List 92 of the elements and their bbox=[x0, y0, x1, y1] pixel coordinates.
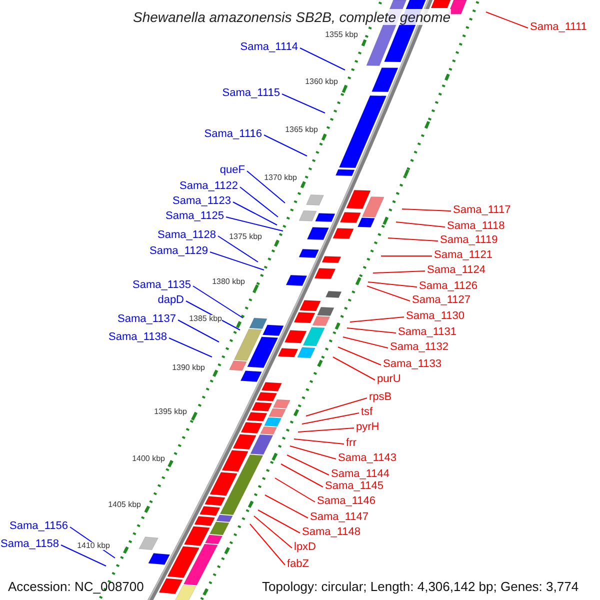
gene-label: pyrH bbox=[356, 422, 380, 433]
leader-line bbox=[388, 238, 438, 242]
leader-line bbox=[232, 202, 278, 226]
gene-label: Sama_1156 bbox=[9, 521, 68, 532]
gene-label: Sama_1118 bbox=[447, 221, 505, 232]
gene-label: Sama_1116 bbox=[204, 129, 262, 140]
gene-label: tsf bbox=[361, 407, 373, 418]
gene-label: Sama_1146 bbox=[317, 496, 376, 507]
leader-line bbox=[302, 412, 360, 424]
gene-label: Sama_1121 bbox=[434, 250, 493, 261]
leader-line bbox=[332, 356, 376, 380]
tick-label: 1370 kbp bbox=[264, 174, 297, 182]
gene-label: Sama_1147 bbox=[310, 512, 369, 523]
leader-line bbox=[240, 186, 278, 218]
gene-label: Sama_1125 bbox=[165, 211, 224, 222]
leader-line bbox=[178, 320, 220, 342]
leader-line bbox=[168, 338, 212, 358]
tick-label: 1355 kbp bbox=[325, 31, 358, 39]
tick-label: 1400 kbp bbox=[132, 455, 165, 463]
leader-line bbox=[210, 252, 264, 270]
info-text: Topology: circular; Length: 4,306,142 bp; Genes: 3,774 bbox=[262, 580, 579, 593]
gene-label: Sama_1127 bbox=[412, 295, 471, 306]
title: Shewanella amazonensis SB2B, complete genome bbox=[130, 9, 451, 25]
gene-label: Sama_1132 bbox=[390, 342, 449, 353]
leader-line bbox=[368, 282, 418, 288]
leader-line bbox=[290, 446, 336, 460]
tick-label: 1390 kbp bbox=[172, 364, 205, 372]
leader-line bbox=[346, 328, 396, 334]
leader-line bbox=[486, 12, 528, 28]
tick-label: 1365 kbp bbox=[285, 126, 318, 134]
leader-line bbox=[402, 208, 452, 212]
gene-label: frr bbox=[346, 438, 356, 449]
gene-label: Sama_1122 bbox=[179, 181, 238, 192]
gene-label: Sama_1117 bbox=[453, 205, 511, 216]
leader-line bbox=[342, 336, 388, 348]
gene-label: Sama_1126 bbox=[419, 281, 478, 292]
leader-line bbox=[366, 286, 410, 302]
leader-line bbox=[282, 94, 326, 114]
leader-line bbox=[218, 236, 258, 262]
gene-label: Sama_1138 bbox=[108, 332, 167, 343]
gene-label: dapD bbox=[158, 295, 184, 306]
leader-line bbox=[250, 524, 286, 566]
gene-label: Sama_1130 bbox=[406, 311, 465, 322]
leader-line bbox=[192, 286, 244, 318]
gene-label: Sama_1143 bbox=[338, 453, 397, 464]
gene-label: Sama_1158 bbox=[0, 539, 59, 550]
tick-label: 1380 kbp bbox=[212, 278, 245, 286]
leader-line bbox=[396, 222, 446, 228]
gene-label: Sama_1129 bbox=[149, 246, 208, 257]
gene-label: fabZ bbox=[287, 559, 310, 570]
gene-label: Sama_1124 bbox=[427, 265, 486, 276]
leader-line bbox=[338, 346, 382, 366]
gene-label: Sama_1144 bbox=[331, 469, 390, 480]
gene-label: Sama_1119 bbox=[440, 235, 498, 246]
leader-line bbox=[258, 510, 300, 534]
gene-label: Sama_1145 bbox=[325, 481, 384, 492]
leader-line bbox=[274, 478, 316, 502]
tick-label: 1410 kbp bbox=[77, 542, 110, 550]
gene-label: Sama_1135 bbox=[132, 280, 191, 291]
tick-label: 1385 kbp bbox=[189, 315, 222, 323]
leader-line bbox=[298, 428, 354, 432]
gene-label: Sama_1114 bbox=[240, 42, 298, 53]
gene-label: Sama_1111 bbox=[530, 22, 587, 33]
gene-label: Sama_1133 bbox=[383, 359, 442, 370]
leader-line bbox=[60, 544, 106, 566]
leader-line bbox=[264, 134, 308, 156]
leader-line bbox=[306, 398, 368, 416]
leader-line bbox=[300, 48, 346, 70]
tick-label: 1375 kbp bbox=[229, 233, 262, 241]
leader-line bbox=[294, 438, 344, 444]
leader-line bbox=[254, 516, 292, 548]
gene-label: queF bbox=[220, 165, 245, 176]
leader-line bbox=[350, 316, 404, 322]
gene-label: purU bbox=[377, 374, 401, 385]
leader-line bbox=[286, 454, 330, 476]
gene-label: Sama_1128 bbox=[157, 230, 216, 241]
gene-label: lpxD bbox=[294, 542, 316, 553]
tick-label: 1405 kbp bbox=[108, 501, 141, 509]
info-text: Accession: NC_008700 bbox=[8, 580, 144, 593]
gene-label: Sama_1115 bbox=[222, 88, 280, 99]
gene-label: Sama_1148 bbox=[302, 527, 361, 538]
tick-label: 1360 kbp bbox=[305, 78, 338, 86]
gene-label: rpsB bbox=[369, 392, 392, 403]
tick-label: 1395 kbp bbox=[154, 408, 187, 416]
leader-line bbox=[226, 216, 284, 232]
leader-line bbox=[246, 170, 286, 204]
leader-line bbox=[372, 270, 426, 274]
leader-line bbox=[280, 464, 324, 488]
leader-line bbox=[264, 494, 308, 518]
gene-label: Sama_1123 bbox=[172, 196, 231, 207]
gene-label: Sama_1137 bbox=[117, 314, 176, 325]
gene-label: Sama_1131 bbox=[398, 327, 457, 338]
